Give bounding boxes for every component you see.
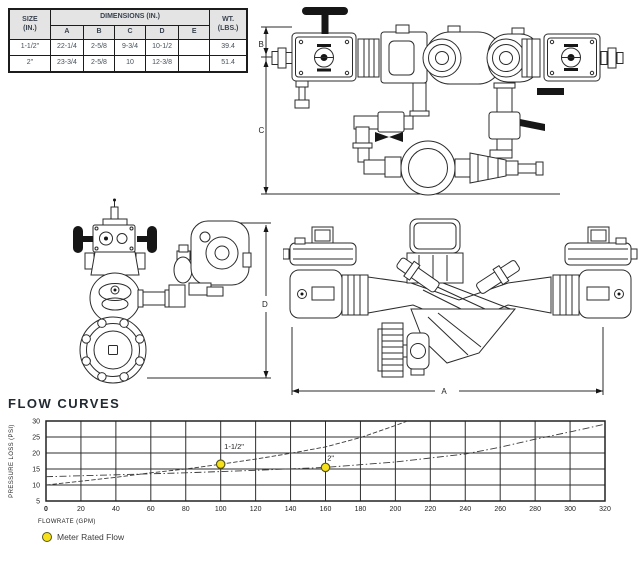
gear-operator — [73, 198, 157, 253]
svg-text:PRESSURE LOSS (PSI): PRESSURE LOSS (PSI) — [9, 424, 15, 498]
svg-text:20: 20 — [77, 506, 85, 513]
cell-c: 9-3/4 — [113, 39, 147, 56]
svg-text:80: 80 — [182, 506, 190, 513]
svg-text:15: 15 — [32, 467, 40, 474]
cell-a: 22-1/4 — [49, 39, 84, 56]
size-label-line2: (IN.) — [23, 24, 37, 32]
check-body-end-view — [84, 251, 146, 324]
col-header-d: D — [145, 25, 180, 40]
col-header-a: A — [49, 25, 84, 40]
bypass-pipe-left-diagonal — [396, 257, 440, 293]
side-view-drawing: D — [73, 198, 271, 384]
ball-valve-right-top — [552, 269, 632, 319]
flow-curves-chart: 0 20 40 60 80 100 120 140 160 180 200 220 240 260 280 3… — [9, 419, 611, 526]
cell-size: 2" — [8, 55, 51, 73]
col-header-b: B — [82, 25, 116, 40]
table-row: 2" 23-3/4 2-5/8 10 12-3/8 51.4 — [8, 55, 248, 73]
svg-text:260: 260 — [494, 506, 506, 513]
legend-label: Meter Rated Flow — [57, 532, 125, 542]
svg-text:100: 100 — [215, 506, 227, 513]
svg-text:240: 240 — [459, 506, 471, 513]
curve-label: 2" — [327, 454, 334, 463]
cell-b: 2-5/8 — [82, 55, 116, 73]
svg-text:120: 120 — [250, 506, 262, 513]
cell-size: 1-1/2" — [8, 39, 51, 56]
cell-e — [178, 39, 211, 56]
flange-end-view — [79, 316, 147, 384]
svg-text:60: 60 — [147, 506, 155, 513]
cell-c: 10 — [113, 55, 147, 73]
svg-text:40: 40 — [112, 506, 120, 513]
cell-d: 10-1/2 — [145, 39, 180, 56]
dim-label-a: A — [441, 387, 447, 395]
dimensions-table: SIZE (IN.) DIMENSIONS (IN.) WT. (LBS.) A… — [8, 8, 248, 73]
curve-label: 1-1/2" — [224, 442, 244, 451]
flanged-shutoff-bottom — [377, 322, 430, 378]
dim-label-d: D — [262, 300, 268, 309]
top-view-drawing: A — [283, 218, 638, 395]
svg-text:140: 140 — [285, 506, 297, 513]
svg-text:25: 25 — [32, 435, 40, 442]
cell-e — [178, 55, 211, 73]
svg-text:200: 200 — [390, 506, 402, 513]
cell-b: 2-5/8 — [82, 39, 116, 56]
svg-text:0: 0 — [44, 506, 48, 513]
svg-text:320: 320 — [599, 506, 611, 513]
svg-text:30: 30 — [32, 419, 40, 426]
cell-wt: 39.4 — [209, 39, 248, 56]
dimension-a: A — [291, 327, 604, 395]
dim-label-c: C — [259, 126, 265, 135]
ball-valve-left-top — [289, 269, 369, 319]
table-header-row-1: SIZE (IN.) DIMENSIONS (IN.) WT. (LBS.) — [8, 8, 248, 40]
meter-rated-flow-dot — [42, 532, 52, 542]
size-label-line1: SIZE — [22, 16, 38, 24]
relief-line-left-top — [283, 226, 357, 266]
svg-text:180: 180 — [355, 506, 367, 513]
cell-a: 23-3/4 — [49, 55, 84, 73]
flow-curves-title: FLOW CURVES — [8, 396, 121, 411]
center-body-top — [367, 218, 552, 364]
svg-text:20: 20 — [32, 451, 40, 458]
cell-d: 12-3/8 — [145, 55, 180, 73]
wt-label-line2: (LBS.) — [217, 24, 239, 32]
col-header-dimensions: DIMENSIONS (IN.) — [49, 8, 211, 26]
main-line-assembly — [271, 7, 624, 109]
relief-line-right-top — [564, 226, 638, 266]
svg-text:10: 10 — [32, 483, 40, 490]
col-header-c: C — [113, 25, 147, 40]
svg-text:220: 220 — [424, 506, 436, 513]
svg-text:FLOWRATE (GPM): FLOWRATE (GPM) — [38, 519, 96, 525]
table-row: 1-1/2" 22-1/4 2-5/8 9-3/4 10-1/2 39.4 — [8, 39, 248, 56]
bypass-pipe-right-diagonal — [476, 260, 520, 294]
meter-rated-flow-marker — [320, 462, 331, 473]
col-header-e: E — [178, 25, 211, 40]
bypass-meter-side — [137, 220, 252, 308]
svg-text:300: 300 — [564, 506, 576, 513]
svg-text:280: 280 — [529, 506, 541, 513]
meter-rated-flow-marker — [215, 459, 226, 469]
meter-rated-flow-legend: Meter Rated Flow — [42, 532, 124, 542]
bypass-meter-assembly — [352, 82, 545, 196]
cell-wt: 51.4 — [209, 55, 248, 73]
svg-text:160: 160 — [320, 506, 332, 513]
dim-label-b: B — [259, 40, 264, 49]
col-header-size: SIZE (IN.) — [8, 8, 51, 40]
svg-text:5: 5 — [36, 499, 40, 506]
wt-label-line1: WT. — [222, 16, 235, 24]
front-view-drawing: B C — [259, 7, 624, 196]
col-header-weight: WT. (LBS.) — [209, 8, 248, 40]
